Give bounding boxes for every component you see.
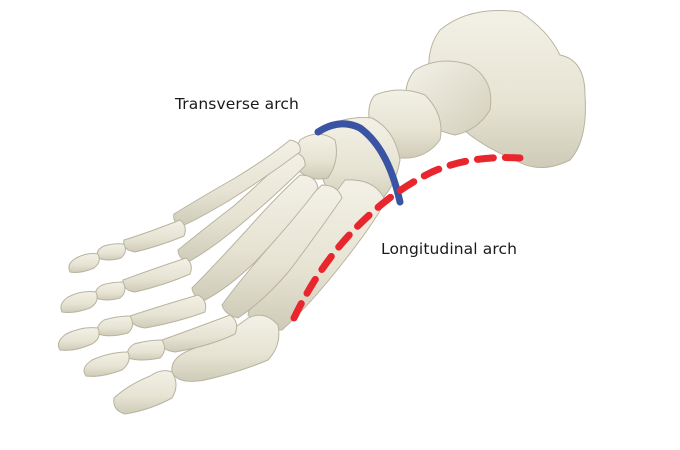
proximal-phalanx-1: [171, 314, 280, 382]
middle-phalanx-2: [126, 339, 166, 361]
transverse-arch-label: Transverse arch: [175, 95, 299, 113]
middle-phalanx-3: [96, 315, 134, 337]
proximal-phalanx-2: [161, 314, 238, 353]
distal-phalanx-4: [60, 291, 98, 313]
metatarsal-3: [191, 174, 319, 301]
distal-phalanx-3: [58, 327, 100, 351]
distal-phalanx-5: [68, 253, 100, 273]
proximal-phalanx-3: [129, 294, 207, 329]
bones: [58, 9, 586, 415]
longitudinal-arch-line: [290, 154, 524, 322]
middle-phalanx-4: [94, 281, 126, 301]
transverse-arch-line: [314, 120, 404, 206]
proximal-phalanx-4: [122, 257, 192, 293]
distal-phalanx-2: [83, 351, 130, 377]
proximal-phalanx-5: [123, 219, 186, 253]
distal-phalanx-1: [113, 370, 177, 415]
middle-phalanx-5: [96, 243, 126, 261]
longitudinal-arch-label: Longitudinal arch: [381, 240, 517, 258]
